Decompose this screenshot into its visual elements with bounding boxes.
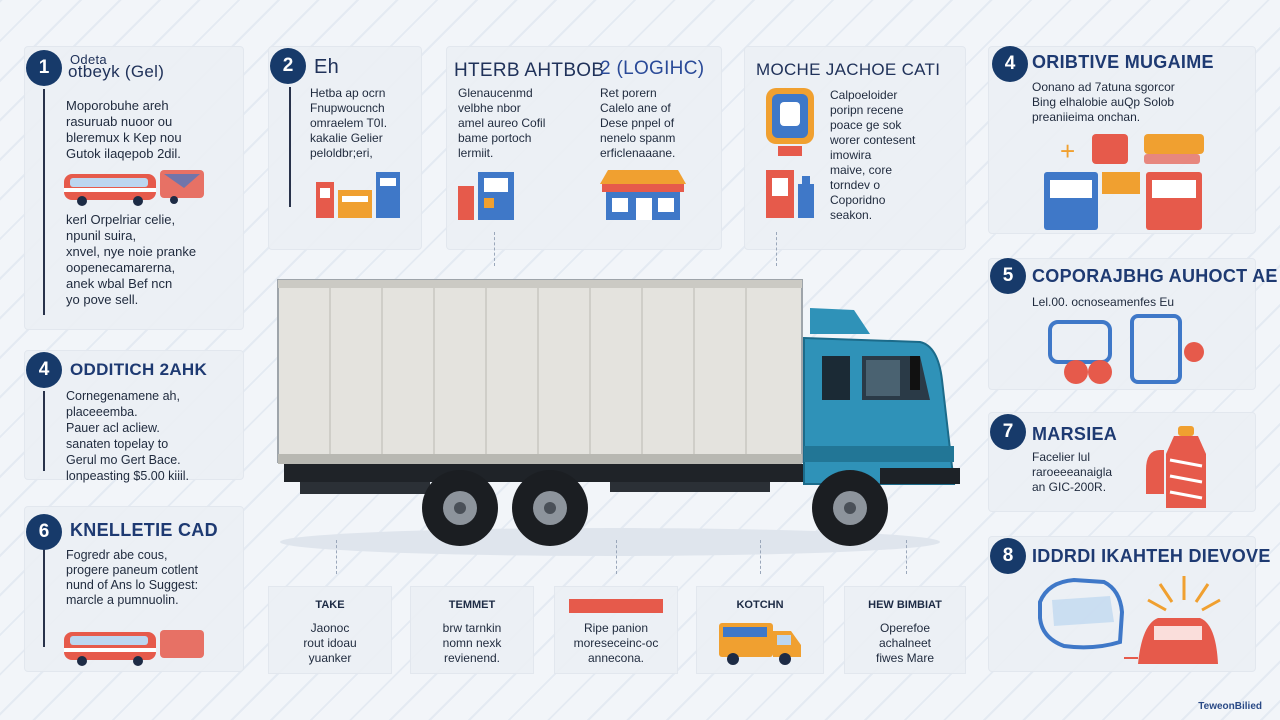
card-6-rule bbox=[43, 547, 45, 647]
card-8-title: IDDRDI IKAHTEH DIEVOVE bbox=[1032, 546, 1271, 566]
connector-1 bbox=[494, 232, 495, 266]
card-6-title: KNELLETIE CAD bbox=[70, 520, 218, 540]
box-truck bbox=[277, 279, 960, 556]
card-1-body: Moporobuhe areh rasuruab nuoor ou blerem… bbox=[66, 98, 182, 161]
bottle-icon bbox=[1146, 426, 1206, 508]
badge-4-right: 4 bbox=[992, 46, 1028, 82]
bottom-card-3-body: Ripe panion moreseceinc-oc annecona. bbox=[573, 621, 659, 665]
badge-5: 5 bbox=[990, 258, 1026, 294]
bottom-card-2: TEMMET brw tarnkin nomn nexk revienend. bbox=[410, 586, 534, 674]
bottom-card-1-body: Jaonoc rout idoau yuanker bbox=[303, 621, 357, 665]
card-2-title: Eh bbox=[314, 56, 340, 78]
bottom-card-4: KOTCHN bbox=[696, 586, 824, 674]
card-5-title: COPORAJBHG AUHOCT AE bbox=[1032, 266, 1278, 286]
bottom-card-2-title: TEMMET bbox=[448, 599, 496, 611]
card-4-left-rule bbox=[43, 391, 45, 471]
connector-5 bbox=[760, 540, 761, 574]
card-5 bbox=[988, 258, 1256, 390]
bottom-card-2-body: brw tarnkin nomn nexk revienend. bbox=[442, 621, 502, 665]
card-2-body: Hetba ap ocrn Fnupwoucnch omraelem T0I. … bbox=[310, 86, 388, 160]
logistics-icons: + bbox=[1044, 134, 1204, 230]
card-4-left-title: ODDITICH 2AHK bbox=[70, 360, 208, 379]
card-4-title: MOCHE JACHOE CATI bbox=[756, 60, 941, 79]
card-3-title-b: 2 (LOGIHC) bbox=[600, 58, 705, 79]
bottom-card-4-title: KOTCHN bbox=[736, 599, 784, 611]
robot-icons bbox=[1048, 314, 1204, 384]
card-4-body: Calpoeloider poripn recene poace ge sok … bbox=[830, 88, 916, 222]
card-3-body-left: Glenaucenmd velbhe nbor amel aureo Cofil… bbox=[458, 86, 546, 160]
card-1-title-top: Odeta bbox=[70, 52, 107, 67]
card-7 bbox=[988, 412, 1256, 512]
connector-6 bbox=[906, 540, 907, 574]
bottom-card-1-title: TAKE bbox=[315, 599, 345, 611]
machine-icon bbox=[458, 172, 514, 220]
card-7-body: Facelier lul raroeeeanaigla an GIC-200R. bbox=[1032, 450, 1113, 494]
card-6-body: Fogredr abe cous, progere paneum cotlent… bbox=[66, 548, 199, 607]
bottom-card-5: HEW BIMBIAT Operefoe achalneet fiwes Mar… bbox=[844, 586, 966, 674]
badge-7: 7 bbox=[990, 414, 1026, 450]
smartphone-icon bbox=[766, 170, 814, 218]
badge-6: 6 bbox=[26, 514, 62, 550]
badge-1: 1 bbox=[26, 50, 62, 86]
badge-8: 8 bbox=[990, 538, 1026, 574]
store-icon bbox=[316, 172, 400, 218]
bottom-card-5-title: HEW BIMBIAT bbox=[868, 599, 942, 611]
card-3-title-a: HTERB AHTBOB bbox=[454, 60, 605, 81]
card-7-title: MARSIEA bbox=[1032, 424, 1118, 444]
card-2-rule bbox=[289, 87, 291, 207]
card-4-right-body: Oonano ad 7atuna sgorcor Bing elhalobie … bbox=[1032, 80, 1175, 124]
bottom-card-3-banner bbox=[569, 599, 663, 613]
bottom-card-5-body: Operefoe achalneet fiwes Mare bbox=[875, 621, 934, 665]
bottom-card-3: Ripe panion moreseceinc-oc annecona. bbox=[554, 586, 678, 674]
delivery-van-icon bbox=[719, 623, 801, 665]
connector-3 bbox=[336, 540, 337, 574]
badge-4-left: 4 bbox=[26, 352, 62, 388]
badge-2: 2 bbox=[270, 48, 306, 84]
connected-car-icon bbox=[1038, 576, 1221, 664]
connector-2 bbox=[776, 232, 777, 266]
svg-text:+: + bbox=[1060, 136, 1075, 166]
card-1-body-2: kerl Orpelriar celie, npunil suira, xnve… bbox=[66, 212, 197, 307]
card-4-right-title: ORIBTIVE MUGAIME bbox=[1032, 52, 1214, 72]
bottom-card-1: TAKE Jaonoc rout idoau yuanker bbox=[268, 586, 392, 674]
card-3-body-right: Ret porern Calelo ane of Dese pnpel of n… bbox=[600, 86, 676, 160]
device-icon bbox=[766, 88, 814, 156]
card-1-rule bbox=[43, 89, 45, 315]
shop-icon bbox=[600, 170, 686, 220]
card-4-left-body: Cornegenamene ah, placeeemba. Pauer acl … bbox=[66, 389, 189, 483]
bus-illustration-2 bbox=[64, 630, 204, 666]
card-5-body: Lel.00. ocnoseamenfes Eu bbox=[1032, 295, 1175, 309]
connector-4 bbox=[616, 540, 617, 574]
card-1-title-bottom: otbeyk (Gel) bbox=[68, 62, 165, 81]
watermark: TeweonBilied bbox=[1198, 701, 1262, 712]
bus-illustration-1 bbox=[64, 170, 204, 206]
